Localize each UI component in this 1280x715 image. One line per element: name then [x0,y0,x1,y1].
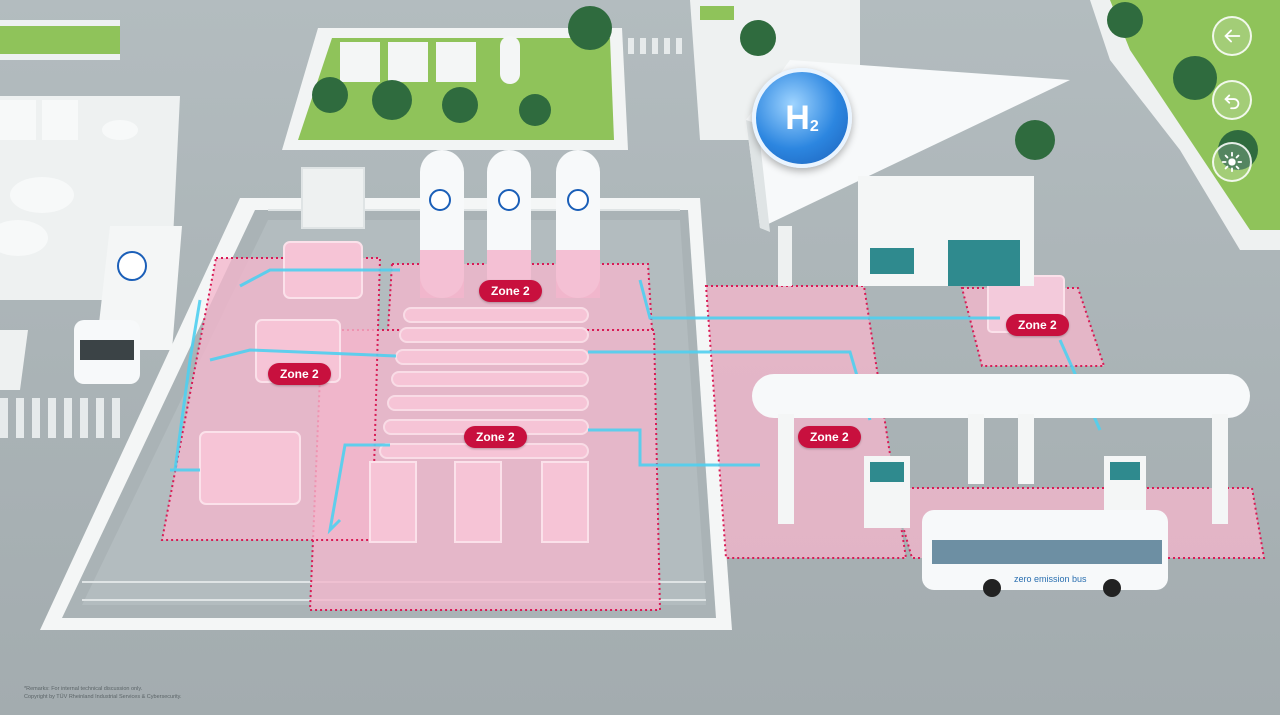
hydrogen-symbol: H [785,98,810,137]
arrow-left-icon [1224,29,1241,43]
road-markings [0,38,682,438]
zone-badge-storage[interactable]: Zone 2 [464,426,527,448]
bus-label: zero emission bus [1014,574,1087,584]
zone-badge-dispensers[interactable]: Zone 2 [798,426,861,448]
lighting-button[interactable] [1212,142,1252,182]
park-block [282,6,628,150]
storage-tubes [379,307,589,459]
remarks-footer: *Remarks: For internal technical discuss… [24,685,182,701]
remarks-line-1: *Remarks: For internal technical discuss… [24,686,143,692]
zone-badge-tanks[interactable]: Zone 2 [479,280,542,302]
undo-button[interactable] [1212,80,1252,120]
undo-arrow-icon [1224,94,1240,110]
vehicles [74,226,1168,597]
cylinder-racks [301,167,589,543]
back-button[interactable] [1212,16,1252,56]
dispenser-canopy [752,374,1250,528]
sun-icon [1221,151,1243,173]
hydrogen-subscript: 2 [809,118,819,135]
zone-badge-station[interactable]: Zone 2 [1006,314,1069,336]
zone-badge-compressors[interactable]: Zone 2 [268,363,331,385]
hydrogen-tanks [420,150,600,298]
remarks-line-2: Copyright by TÜV Rheinland Industrial Se… [24,694,182,700]
right-greenery [690,0,1280,250]
